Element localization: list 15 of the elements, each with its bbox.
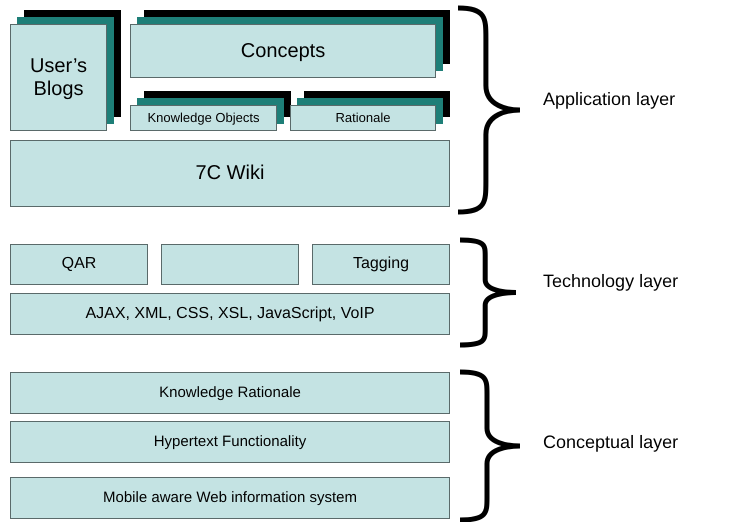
layer-box: QAR (10, 244, 148, 285)
layer-label: Conceptual layer (543, 432, 678, 453)
layer-box: Concepts (130, 24, 436, 78)
layer-box: Knowledge Objects (130, 105, 277, 131)
layer-box: Rationale (290, 105, 436, 131)
layer-label: Application layer (543, 89, 676, 110)
layer-box: Mobile aware Web information system (10, 477, 450, 519)
layer-box: User’s Blogs (10, 24, 107, 131)
layer-box (161, 244, 299, 285)
layer-box: AJAX, XML, CSS, XSL, JavaScript, VoIP (10, 293, 450, 335)
layer-box: Tagging (312, 244, 450, 285)
layer-box: Hypertext Functionality (10, 421, 450, 463)
layer-box: 7C Wiki (10, 140, 450, 207)
layer-label: Technology layer (543, 271, 678, 292)
layer-box: Knowledge Rationale (10, 372, 450, 414)
